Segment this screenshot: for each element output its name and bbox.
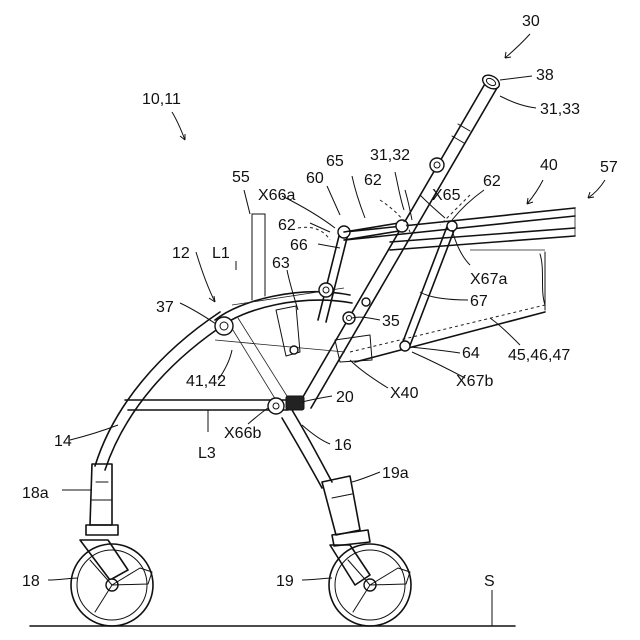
label-X65: X65 (432, 187, 461, 204)
label-L1: L1 (212, 245, 230, 262)
label-62-right: 62 (483, 173, 501, 190)
label-57: 57 (600, 159, 618, 176)
label-67: 67 (470, 293, 488, 310)
label-60: 60 (306, 170, 324, 187)
label-X66a: X66a (258, 187, 295, 204)
front-wheel (71, 544, 153, 626)
hinge-20 (268, 396, 304, 414)
label-35: 35 (382, 313, 400, 330)
label-18a: 18a (22, 485, 49, 502)
label-31-32: 31,32 (370, 147, 410, 164)
label-41-42: 41,42 (186, 373, 226, 390)
label-63: 63 (272, 255, 290, 272)
label-X40: X40 (390, 385, 419, 402)
rear-caster-housing (322, 476, 370, 585)
leader-lines (48, 34, 605, 626)
rear-wheel (329, 544, 411, 626)
seat-bracket (276, 306, 300, 356)
label-16: 16 (334, 437, 352, 454)
hub-35 (335, 298, 372, 362)
front-caster-housing (80, 464, 128, 580)
label-19: 19 (276, 573, 294, 590)
label-65: 65 (326, 153, 344, 170)
label-L3: L3 (198, 445, 216, 462)
label-62-top: 62 (364, 172, 382, 189)
label-19a: 19a (382, 465, 409, 482)
label-62-left: 62 (278, 217, 296, 234)
basket-lower (350, 252, 545, 362)
label-30: 30 (522, 13, 540, 30)
label-55: 55 (232, 169, 250, 186)
label-38: 38 (536, 67, 554, 84)
label-X66b: X66b (224, 425, 261, 442)
label-X67b: X67b (456, 373, 493, 390)
label-20: 20 (336, 389, 354, 406)
seat-pole (252, 214, 265, 300)
label-10-11: 10,11 (142, 91, 181, 108)
label-12: 12 (172, 245, 190, 262)
label-45-46-47: 45,46,47 (508, 347, 570, 364)
label-31-33: 31,33 (540, 101, 580, 118)
label-37: 37 (156, 299, 174, 316)
label-S: S (484, 573, 495, 590)
label-18: 18 (22, 573, 40, 590)
label-64: 64 (462, 345, 480, 362)
label-66: 66 (290, 237, 308, 254)
label-14: 14 (54, 433, 72, 450)
label-X67a: X67a (470, 271, 507, 288)
rear-leg (282, 410, 332, 488)
upper-frame (345, 208, 575, 250)
label-40: 40 (540, 157, 558, 174)
